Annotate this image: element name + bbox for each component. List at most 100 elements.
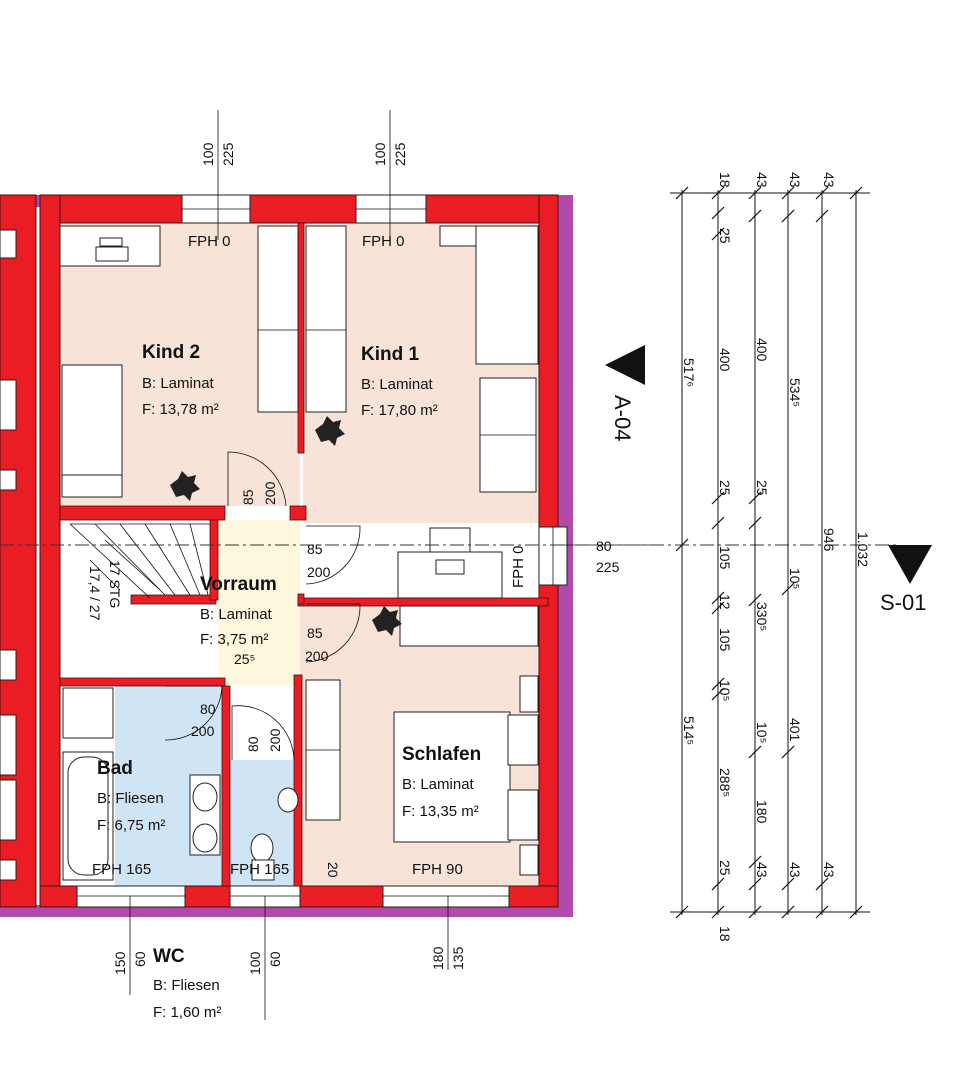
wc-win-width: 100 xyxy=(247,951,263,975)
room-wc: WC B: Fliesen F: 1,60 m² xyxy=(153,946,221,1021)
dim-c2-3: 330⁵ xyxy=(754,602,770,631)
room-area-schlafen: F: 13,35 m² xyxy=(402,803,479,820)
room-name-bad: Bad xyxy=(97,758,133,779)
dim-c2-5: 180 xyxy=(754,800,770,824)
stair xyxy=(69,523,210,599)
dim-c3-1: 534⁵ xyxy=(787,378,803,407)
furniture xyxy=(59,225,539,881)
stair-ratio: 17,4 / 27 xyxy=(87,566,103,621)
dim-c1-3: 25 xyxy=(717,480,733,496)
plant-icon xyxy=(372,606,402,636)
bad-door-swing xyxy=(164,685,223,741)
room-area-vorraum: F: 3,75 m² xyxy=(200,631,268,648)
room-area-bad: F: 6,75 m² xyxy=(97,817,165,834)
fph-east: FPH 0 xyxy=(510,545,527,588)
dim-c1-4: 105 xyxy=(717,546,733,570)
dim-total-overall: 1.032 xyxy=(855,532,871,567)
dim-c3-2: 10⁵ xyxy=(787,568,803,589)
room-kind1: Kind 1 B: Laminat F: 17,80 m² xyxy=(361,344,438,419)
stair-label: 17 STG xyxy=(107,560,123,608)
bad-door-width: 80 xyxy=(200,701,216,717)
dim-c4-0: 43 xyxy=(821,172,837,188)
room-floor-schlafen: B: Laminat xyxy=(402,776,475,793)
schlafen-window xyxy=(382,885,510,908)
dim-c1-7: 10⁵ xyxy=(717,680,733,701)
room-schlafen: Schlafen B: Laminat F: 13,35 m² xyxy=(402,744,481,820)
bad-door-height: 200 xyxy=(191,723,215,739)
kind2-door-swing xyxy=(227,451,287,507)
kind1-win-width: 100 xyxy=(372,142,388,166)
wc-win-height: 60 xyxy=(267,951,283,967)
dim-c1-5: 12 xyxy=(717,594,733,610)
plant-icon xyxy=(315,416,345,446)
room-floor-kind1: B: Laminat xyxy=(361,376,434,393)
dim-c2-0: 43 xyxy=(754,172,770,188)
fph-kind2: FPH 0 xyxy=(188,233,231,250)
room-floor-bad: B: Fliesen xyxy=(97,790,164,807)
room-name-vorraum: Vorraum xyxy=(200,574,277,595)
room-floor-kind2: B: Laminat xyxy=(142,375,215,392)
dim-c1-2: 400 xyxy=(717,348,733,372)
room-vorraum: Vorraum B: Laminat F: 3,75 m² xyxy=(200,574,277,648)
bad-window xyxy=(76,885,186,908)
window-dim-texts: 100 225 100 225 80 225 150 60 100 60 180… xyxy=(112,142,620,975)
wc-side-dim: 20 xyxy=(325,862,341,878)
dim-c2-1: 400 xyxy=(754,338,770,362)
kind1-door-swing xyxy=(305,525,361,585)
schlafen-win-width: 180 xyxy=(430,946,446,970)
kind1-win-height: 225 xyxy=(392,142,408,166)
room-name-kind2: Kind 2 xyxy=(142,342,200,363)
wc-door-height: 200 xyxy=(267,728,283,752)
schlafen-door-width: 85 xyxy=(307,625,323,641)
schlafen-door-height: 200 xyxy=(305,648,329,664)
room-area-kind1: F: 17,80 m² xyxy=(361,402,438,419)
section-marker-a04: A-04 xyxy=(605,345,645,441)
dimension-ticks xyxy=(675,186,863,919)
bad-win-width: 150 xyxy=(112,951,128,975)
dim-c2-4: 10⁵ xyxy=(754,722,770,743)
dimension-chains xyxy=(670,190,870,915)
fph-bad: FPH 165 xyxy=(92,861,151,878)
vorraum-floor xyxy=(218,520,300,685)
east-win-height: 225 xyxy=(596,559,620,575)
fph-schlafen: FPH 90 xyxy=(412,861,463,878)
dim-c4-2: 43 xyxy=(821,862,837,878)
room-name-schlafen: Schlafen xyxy=(402,744,481,765)
room-kind2: Kind 2 B: Laminat F: 13,78 m² xyxy=(142,342,219,418)
dim-c2-6: 43 xyxy=(754,862,770,878)
schlafen-win-height: 135 xyxy=(450,946,466,970)
dimension-texts: 18 25 517⁶ 400 25 105 12 105 10⁵ 514⁵ 28… xyxy=(681,172,871,942)
section-label-a04: A-04 xyxy=(610,395,635,441)
fph-kind1: FPH 0 xyxy=(362,233,405,250)
dim-total-lower: 514⁵ xyxy=(681,716,697,745)
fph-wc: FPH 165 xyxy=(230,861,289,878)
dim-c1-1: 25 xyxy=(717,228,733,244)
dim-c4-1: 946 xyxy=(821,528,837,552)
door-dim-texts: 85 200 85 200 85 200 80 200 80 200 25⁵ 2… xyxy=(191,481,341,877)
kind2-win-height: 225 xyxy=(220,142,236,166)
section-label-s01: S-01 xyxy=(880,590,926,615)
dim-c1-0: 18 xyxy=(717,172,733,188)
wc-door-width: 80 xyxy=(245,736,261,752)
dim-c3-0: 43 xyxy=(787,172,803,188)
kind2-door-height: 200 xyxy=(262,481,278,505)
fph-labels: FPH 0 FPH 0 FPH 0 FPH 165 FPH 165 FPH 90 xyxy=(92,233,527,878)
room-name-wc: WC xyxy=(153,946,185,967)
dim-c3-3: 401 xyxy=(787,718,803,742)
kind1-door-width: 85 xyxy=(307,541,323,557)
schlafen-door-swing xyxy=(305,603,361,663)
dim-c1-8: 288⁵ xyxy=(717,768,733,797)
room-area-kind2: F: 13,78 m² xyxy=(142,401,219,418)
dim-c3-4: 43 xyxy=(787,862,803,878)
room-floor-wc: B: Fliesen xyxy=(153,977,220,994)
dim-c1-9: 25 xyxy=(717,860,733,876)
bad-win-height: 60 xyxy=(132,951,148,967)
vorraum-step: 25⁵ xyxy=(234,651,255,667)
dim-c1-10: 18 xyxy=(717,926,733,942)
kind1-door-height: 200 xyxy=(307,564,331,580)
wc-door-swing xyxy=(231,705,295,761)
interior-walls xyxy=(59,222,549,887)
kind2-win-width: 100 xyxy=(200,142,216,166)
room-area-wc: F: 1,60 m² xyxy=(153,1004,221,1021)
